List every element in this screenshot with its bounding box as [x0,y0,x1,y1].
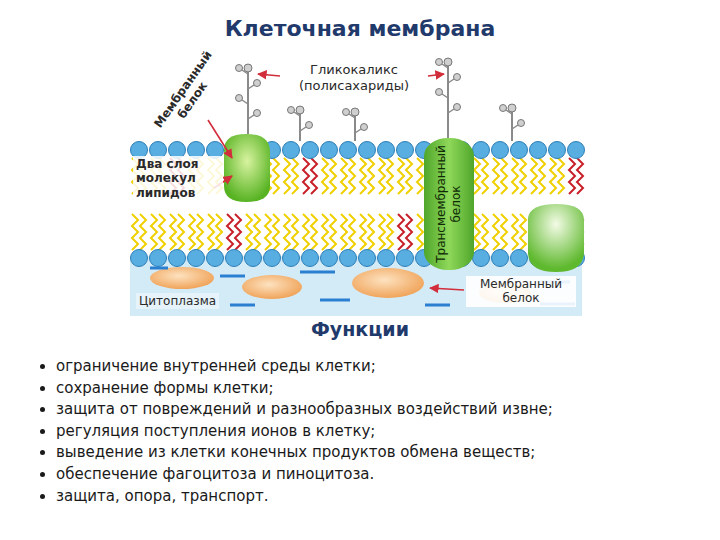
list-item: сохранение формы клетки; [56,378,553,400]
part-label: Цитоплазма [136,293,219,309]
lipid-bilayer [131,142,585,267]
part-label: Гликокаликс (полисахариды) [284,62,424,93]
part-label: Два слоя молекул липидов [133,156,223,201]
protein-label: Трансмембранный белок [434,142,464,266]
membrane-protein [224,134,270,202]
part-label: Мембранный белок [466,276,576,307]
section-heading: Функции [0,318,720,341]
list-item: защита, опора, транспорт. [56,486,553,508]
title: Клеточная мембрана [0,16,720,41]
part-label: Мембранный белок [151,54,223,139]
list-item: регуляция поступления ионов в клетку; [56,421,553,443]
transmembrane-protein: Трансмембранный белок [424,138,474,270]
list-item: защита от повреждений и разнообразных во… [56,399,553,421]
function-list: ограничение внутренней среды клетки;сохр… [34,356,553,507]
list-item: обеспечение фагоцитоза и пиноцитоза. [56,464,553,486]
list-item: выведение из клетки конечных продуктов о… [56,442,553,464]
glycocalyx [236,58,525,141]
list-item: ограничение внутренней среды клетки; [56,356,553,378]
membrane-protein [528,204,584,272]
